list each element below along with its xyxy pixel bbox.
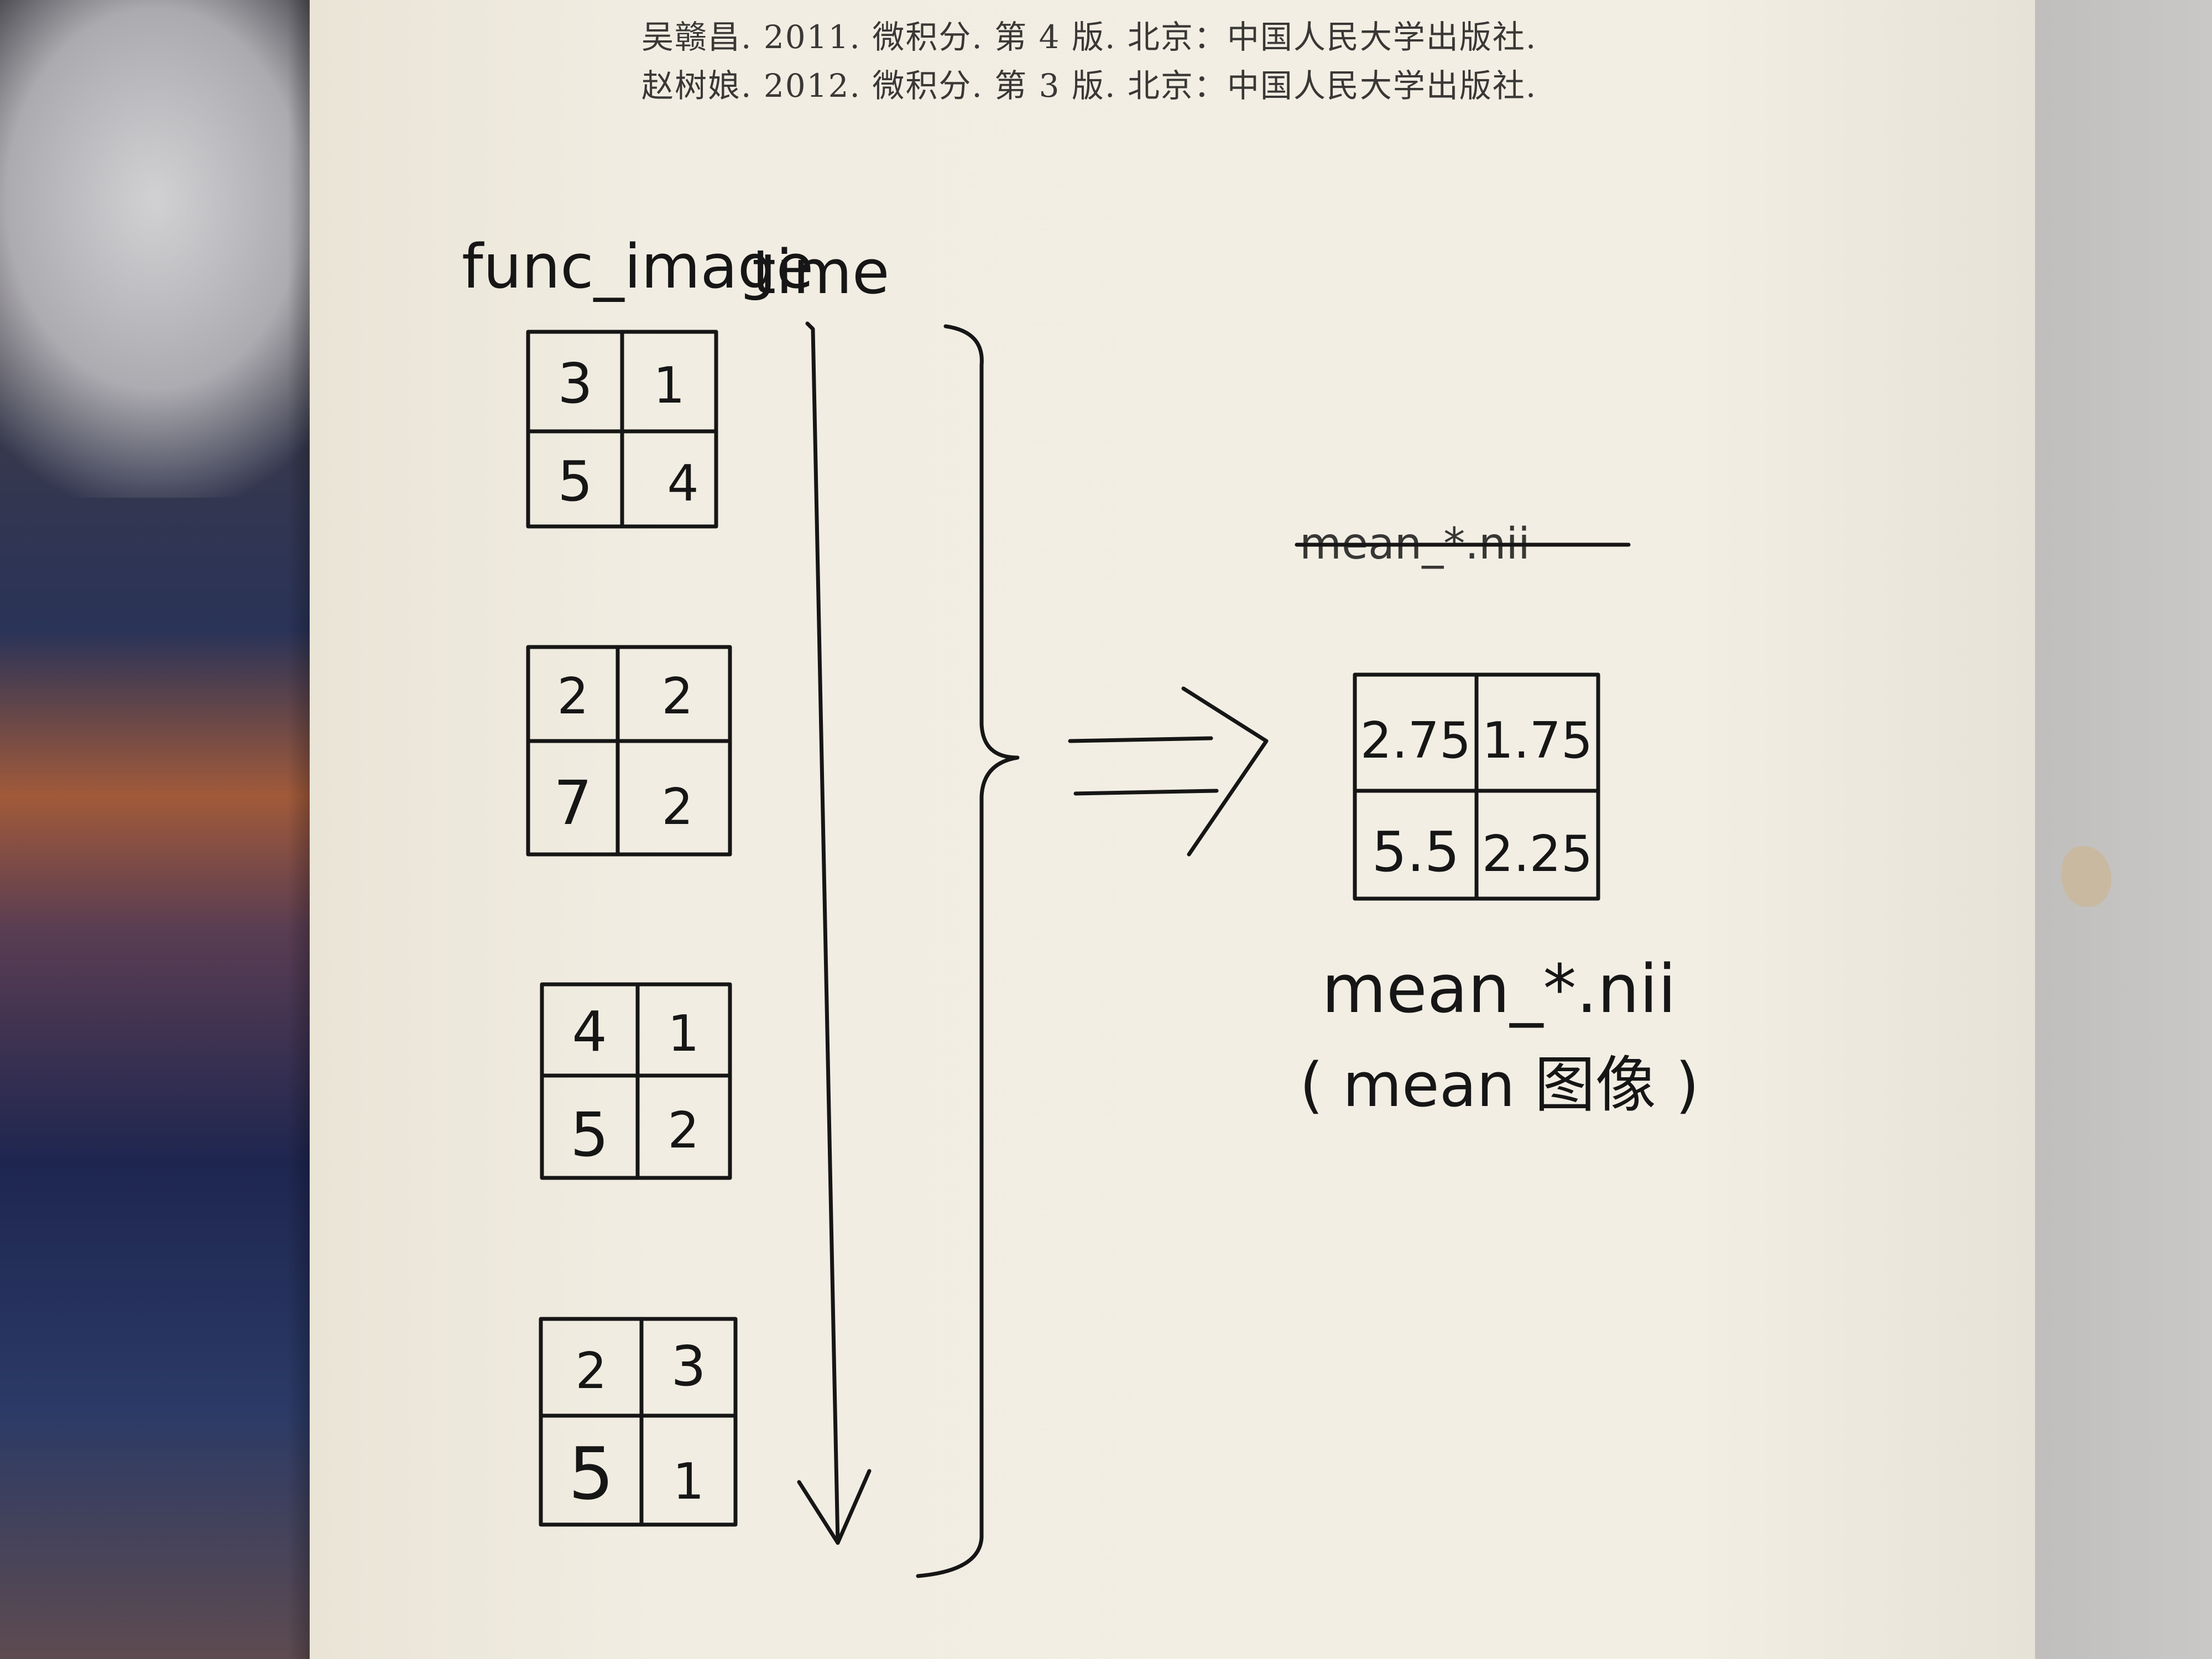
- output-cell: 2.75: [1360, 712, 1471, 770]
- input-grid-3: [540, 982, 732, 1180]
- output-cell: 2.25: [1482, 825, 1593, 883]
- input-grid-4: [539, 1317, 738, 1527]
- output-cell: 5.5: [1371, 820, 1459, 884]
- grid4-cell: 1: [672, 1453, 704, 1511]
- struck-label: mean_*.nii: [1300, 519, 1530, 569]
- grid2-cell: 2: [661, 667, 693, 726]
- paper-stain: [2062, 846, 2111, 907]
- input-grid-2: [526, 645, 732, 857]
- grid1-cell: 4: [667, 455, 698, 513]
- grid2-cell: 7: [554, 768, 592, 838]
- grid1-cell: 1: [653, 357, 685, 415]
- grid1-cell: 3: [557, 351, 593, 416]
- grid3-cell: 4: [572, 999, 607, 1064]
- output-cell: 1.75: [1482, 712, 1593, 770]
- reference-line-1: 吴赣昌. 2011. 微积分. 第 4 版. 北京：中国人民大学出版社.: [641, 18, 1537, 56]
- output-name-label: mean_*.nii: [1322, 951, 1676, 1028]
- grid3-cell: 1: [667, 1005, 699, 1063]
- grid2-cell: 2: [557, 667, 588, 726]
- grid4-cell: 5: [568, 1432, 614, 1516]
- paper-sheet: [310, 0, 2035, 1659]
- time-label: time: [752, 237, 890, 307]
- grid4-cell: 3: [671, 1334, 706, 1399]
- implies-arrow: [1068, 686, 1269, 857]
- grid2-cell: 2: [661, 778, 693, 836]
- reference-line-2: 赵树娘. 2012. 微积分. 第 3 版. 北京：中国人民大学出版社.: [641, 67, 1537, 105]
- input-grid-1: [526, 330, 718, 529]
- grid3-cell: 5: [570, 1099, 609, 1170]
- output-note-label: ( mean 图像 ): [1300, 1050, 1699, 1120]
- output-grid: [1353, 672, 1600, 901]
- grid3-cell: 2: [667, 1102, 699, 1160]
- grid4-cell: 2: [575, 1342, 607, 1400]
- curly-brace: [916, 324, 1020, 1578]
- func-image-label: func_image: [462, 231, 813, 302]
- time-arrow: [797, 321, 872, 1545]
- grid1-cell: 5: [557, 449, 593, 514]
